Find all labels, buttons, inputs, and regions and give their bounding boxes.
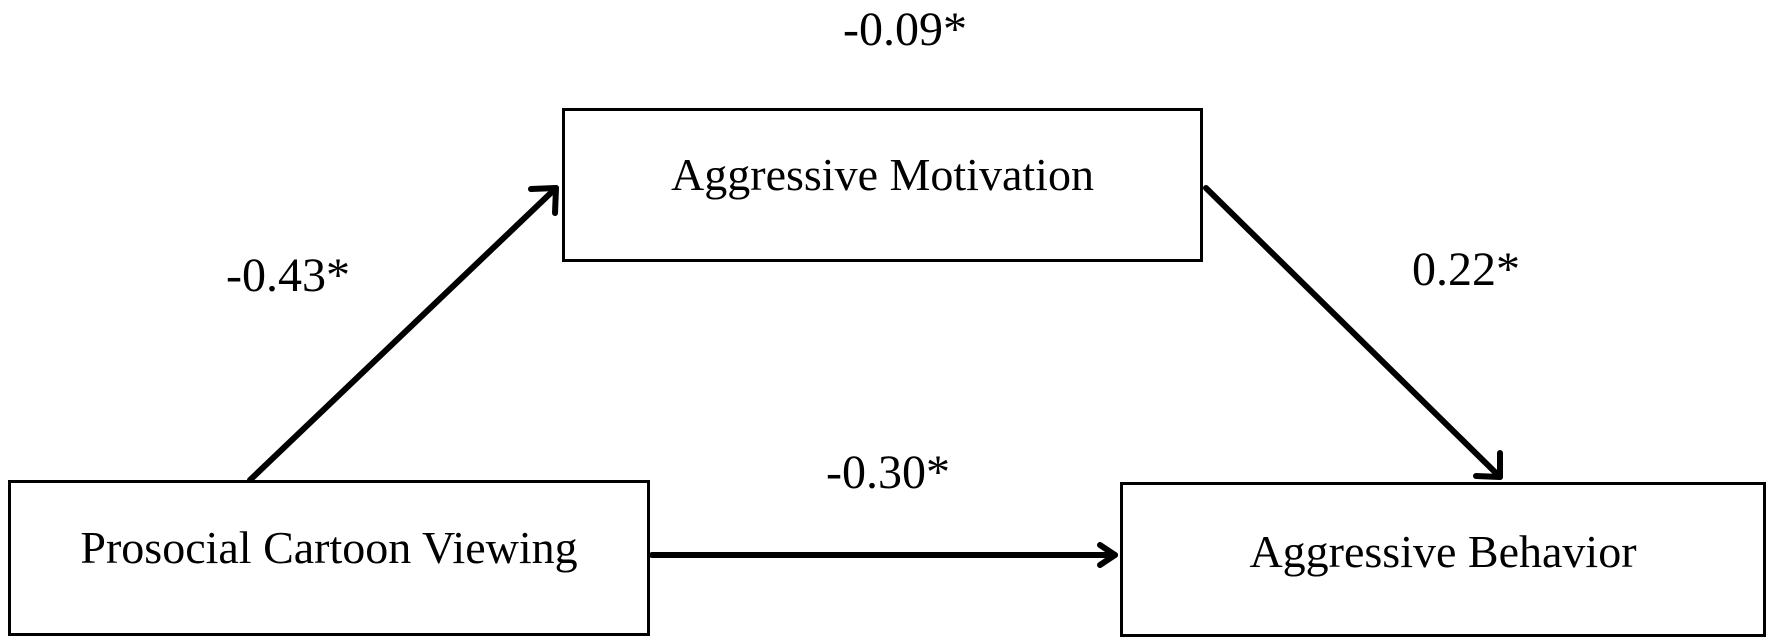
indirect-effect-coefficient: -0.09*	[843, 3, 967, 56]
arrowhead-a-path	[528, 185, 559, 216]
outcome-box: Aggressive Behavior	[1120, 482, 1766, 637]
arrow-a-path	[247, 185, 559, 483]
c-path-coefficient: -0.30*	[826, 446, 950, 499]
outcome-label: Aggressive Behavior	[1249, 525, 1637, 577]
arrowhead-b-path	[1473, 450, 1503, 480]
mediator-box: Aggressive Motivation	[562, 108, 1203, 262]
predictor-box: Prosocial Cartoon Viewing	[8, 480, 650, 636]
a-path-coefficient: -0.43*	[226, 249, 350, 302]
arrow-b-path	[1203, 185, 1503, 480]
mediator-label: Aggressive Motivation	[671, 149, 1094, 200]
b-path-coefficient: 0.22*	[1412, 243, 1520, 296]
predictor-label: Prosocial Cartoon Viewing	[80, 522, 578, 573]
arrowhead-c-path	[1097, 542, 1118, 568]
